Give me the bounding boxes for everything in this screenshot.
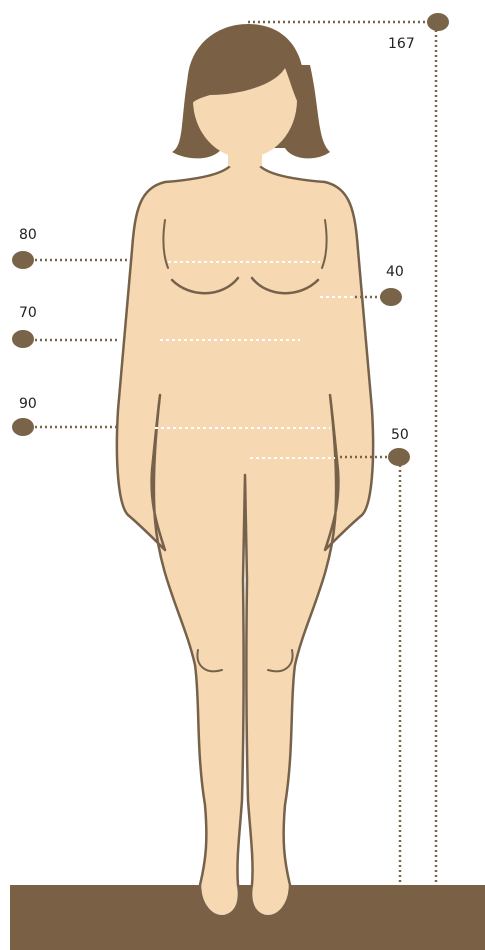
waist-label: 70 xyxy=(19,305,37,321)
hips-marker xyxy=(12,418,34,436)
bust-label: 80 xyxy=(19,227,37,243)
waist-marker xyxy=(12,330,34,348)
sleeve-label: 40 xyxy=(386,264,404,280)
floor xyxy=(10,885,485,950)
height-label: 167 xyxy=(388,36,415,52)
height-marker xyxy=(427,13,449,31)
sleeve-marker xyxy=(380,288,402,306)
inseam-label: 50 xyxy=(391,427,409,443)
hips-label: 90 xyxy=(19,396,37,412)
bust-marker xyxy=(12,251,34,269)
inseam-marker xyxy=(388,448,410,466)
body-silhouette xyxy=(117,160,373,916)
